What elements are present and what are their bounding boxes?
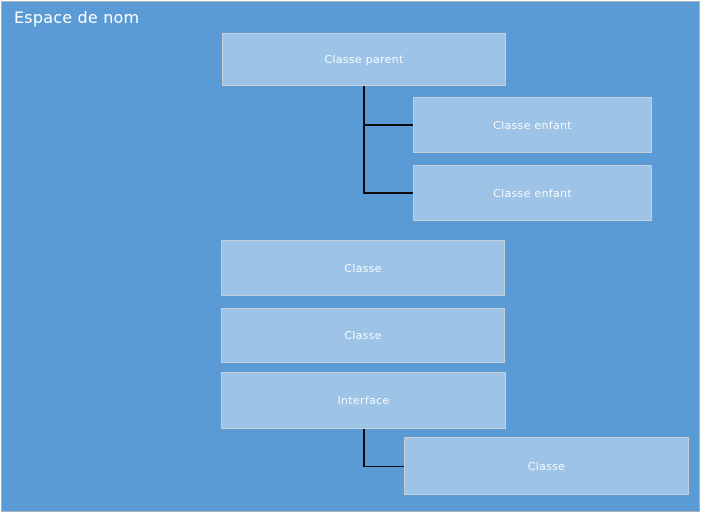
node-classe-2[interactable]: Classe [221, 308, 505, 363]
node-label: Classe [344, 261, 382, 275]
node-label: Interface [337, 394, 390, 407]
connector-parent-to-enfant2 [363, 192, 414, 194]
node-classe-parent[interactable]: Classe parent [222, 33, 506, 86]
node-classe-3[interactable]: Classe [404, 437, 689, 495]
node-classe-1[interactable]: Classe [221, 240, 505, 296]
namespace-title: Espace de nom [14, 8, 140, 27]
node-label: Classe [344, 329, 382, 342]
connector-interface-stem [363, 429, 365, 467]
node-label: Classe parent [324, 53, 404, 66]
node-label: Classe enfant [493, 186, 572, 200]
namespace-container: Espace de nom Classe parent Classe enfan… [1, 1, 700, 512]
connector-interface-to-classe [363, 465, 405, 467]
connector-parent-stem [363, 86, 365, 193]
node-label: Classe [527, 459, 566, 473]
connector-parent-to-enfant1 [363, 124, 414, 126]
node-classe-enfant-2[interactable]: Classe enfant [413, 165, 652, 221]
node-interface[interactable]: Interface [221, 372, 506, 429]
node-label: Classe enfant [493, 118, 572, 132]
node-classe-enfant-1[interactable]: Classe enfant [413, 97, 652, 153]
